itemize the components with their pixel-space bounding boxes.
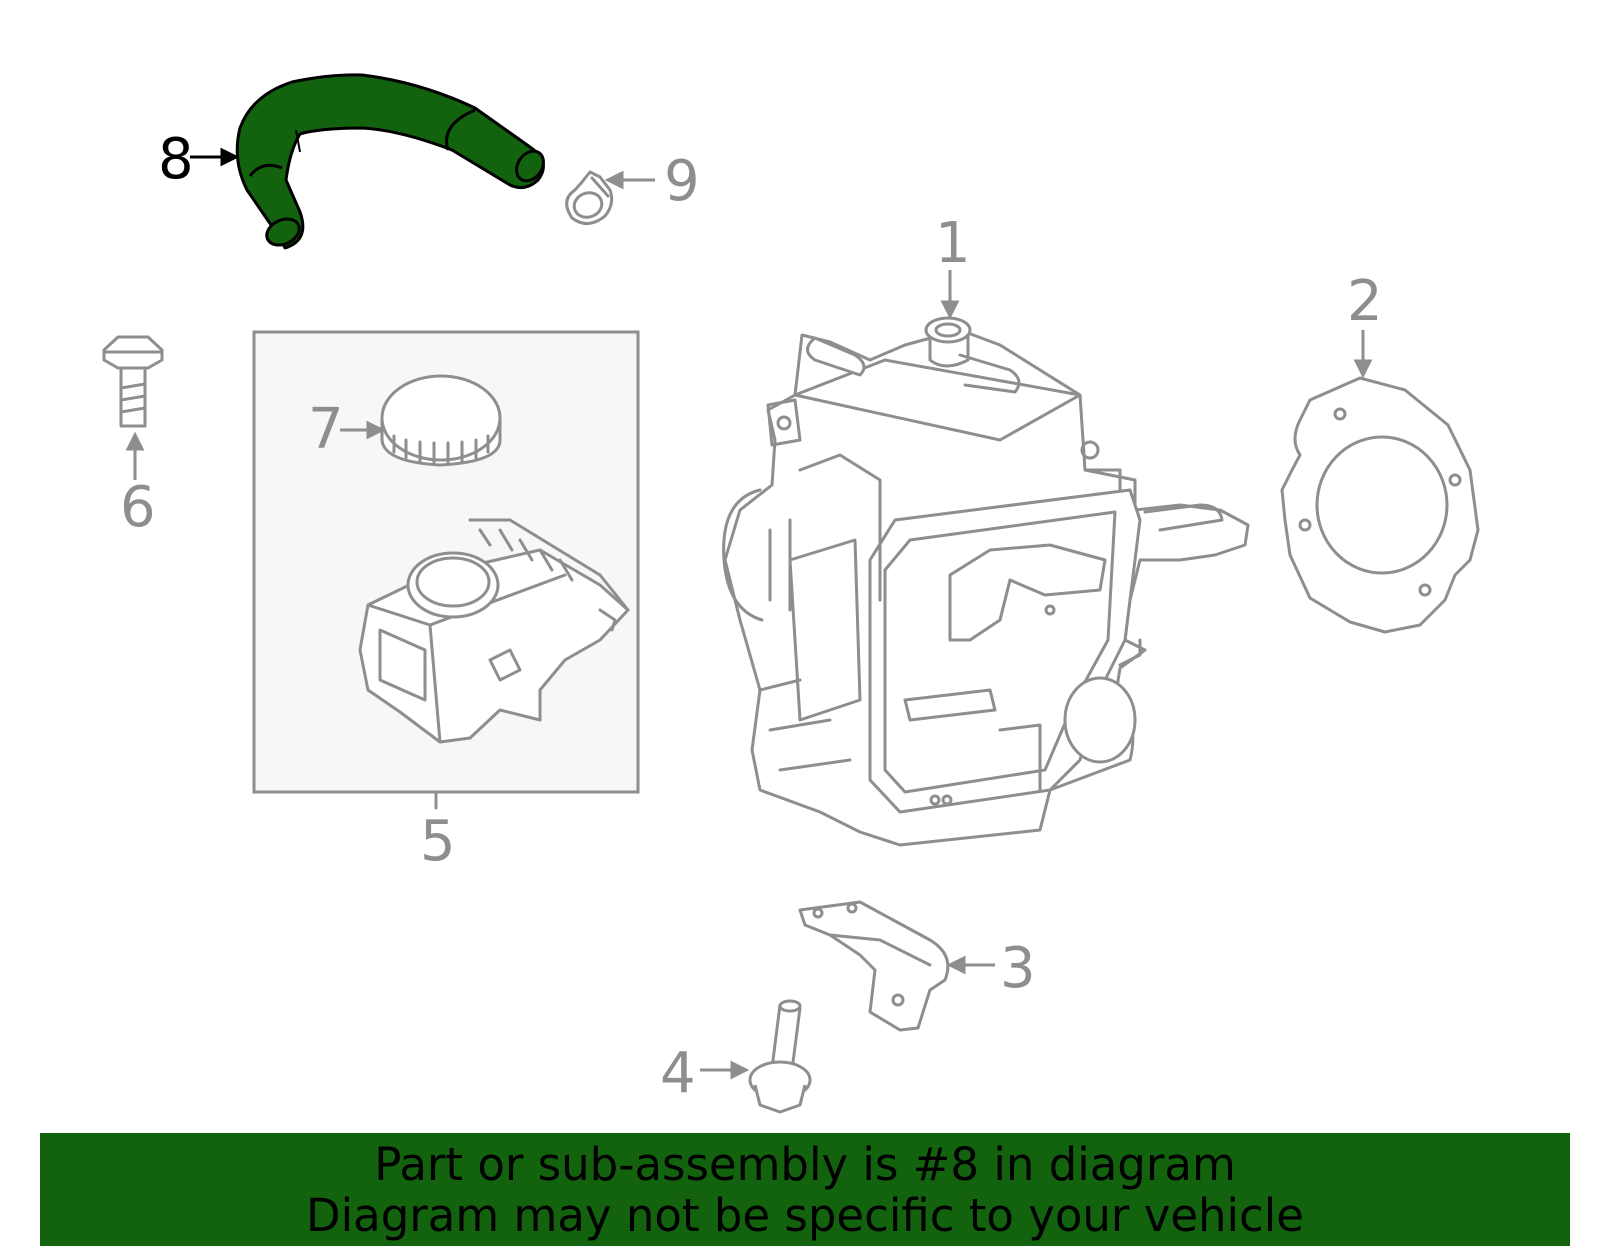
- callout-5-label: 5: [420, 809, 456, 874]
- callout-3-arrow: [946, 955, 995, 975]
- callout-2-label: 2: [1347, 269, 1383, 334]
- info-banner: Part or sub-assembly is #8 in diagram Di…: [40, 1133, 1570, 1246]
- callout-9-label: 9: [664, 149, 700, 214]
- callout-6-arrow: [125, 431, 145, 480]
- banner-line-2: Diagram may not be specific to your vehi…: [306, 1188, 1304, 1242]
- part-2-gasket[interactable]: [1280, 376, 1480, 634]
- part-5-reservoir[interactable]: [358, 518, 630, 744]
- callout-6-label: 6: [120, 475, 156, 540]
- callout-9-arrow: [604, 170, 655, 190]
- part-1-booster-assembly[interactable]: [722, 316, 1250, 847]
- callout-1-label: 1: [935, 211, 971, 276]
- callout-4-arrow: [700, 1060, 750, 1080]
- callout-3-label: 3: [1000, 936, 1036, 1001]
- callout-8-label: 8: [158, 127, 194, 192]
- part-7-cap[interactable]: [380, 374, 502, 467]
- callout-8-arrow: [190, 147, 240, 167]
- part-3-bracket[interactable]: [798, 900, 950, 1032]
- callout-7-arrow: [340, 420, 386, 440]
- callout-7-label: 7: [308, 397, 344, 462]
- part-8-hose[interactable]: [235, 73, 549, 250]
- callout-4-label: 4: [660, 1041, 696, 1106]
- callout-1-arrow: [940, 270, 960, 320]
- callout-2-arrow: [1353, 330, 1373, 379]
- part-9-clamp[interactable]: [565, 170, 614, 225]
- part-4-bolt[interactable]: [748, 999, 812, 1114]
- info-banner-background: [40, 1133, 1570, 1246]
- part-6-bolt[interactable]: [102, 335, 164, 428]
- banner-line-1: Part or sub-assembly is #8 in diagram: [374, 1137, 1236, 1191]
